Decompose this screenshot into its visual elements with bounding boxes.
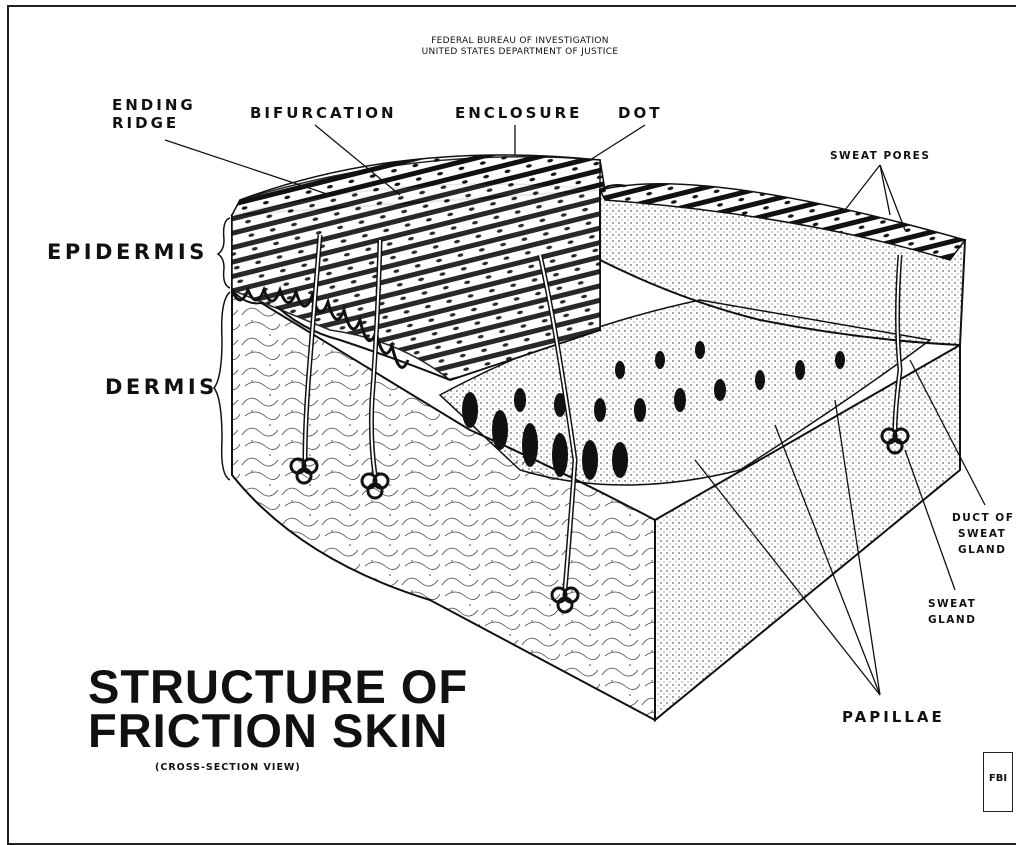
label-sweat-pores: SWEAT PORES bbox=[830, 150, 930, 162]
leader-ending-ridge bbox=[165, 140, 330, 195]
label-ending-ridge-line2: RIDGE bbox=[112, 114, 179, 132]
epidermis-brace bbox=[218, 218, 230, 288]
label-enclosure: ENCLOSURE bbox=[455, 104, 582, 122]
label-bifurcation: BIFURCATION bbox=[250, 104, 397, 122]
label-ending-ridge-line1: ENDING bbox=[112, 96, 196, 114]
fbi-logo: FBI bbox=[983, 752, 1013, 812]
label-duct-line2: SWEAT bbox=[958, 528, 1006, 540]
label-sweat-gland-line2: GLAND bbox=[928, 614, 976, 626]
fbi-logo-text: FBI bbox=[989, 773, 1007, 784]
leader-sweat-pores-1 bbox=[845, 165, 880, 210]
leader-sweat-pores-2 bbox=[880, 165, 890, 215]
label-papillae: PAPILLAE bbox=[842, 708, 945, 726]
label-sweat-gland-line1: SWEAT bbox=[928, 598, 976, 610]
label-dermis: DERMIS bbox=[105, 375, 218, 399]
label-duct-line1: DUCT OF bbox=[952, 512, 1014, 524]
leader-dot bbox=[590, 125, 645, 160]
label-epidermis: EPIDERMIS bbox=[47, 240, 208, 264]
title-line2: FRICTION SKIN bbox=[88, 706, 448, 756]
label-duct-line3: GLAND bbox=[958, 544, 1006, 556]
title-subtitle: (CROSS-SECTION VIEW) bbox=[155, 762, 301, 773]
label-dot: DOT bbox=[618, 104, 662, 122]
